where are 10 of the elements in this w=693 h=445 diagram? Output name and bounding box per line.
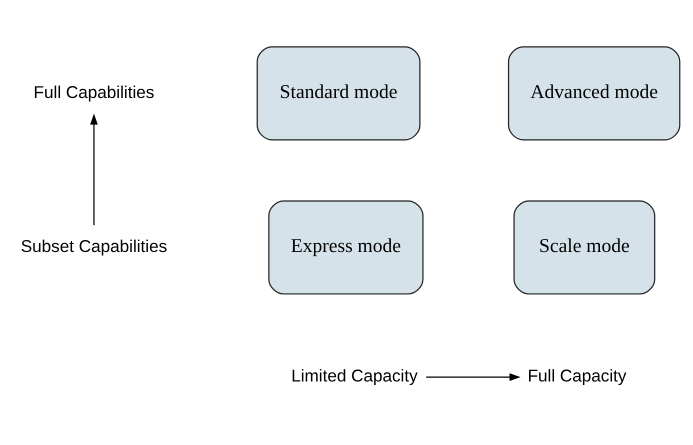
arrow — [90, 113, 98, 225]
node-box: Standard mode — [256, 46, 420, 140]
arrow — [426, 372, 521, 380]
node-text: Subset Capabilities — [20, 236, 168, 256]
node-text: Limited Capacity — [291, 366, 418, 386]
node-box: Express mode — [268, 200, 424, 294]
node-box: Advanced mode — [508, 46, 680, 140]
node-box: Scale mode — [513, 200, 656, 294]
node-text: Full Capabilities — [34, 82, 154, 102]
node-text: Full Capacity — [528, 366, 626, 386]
